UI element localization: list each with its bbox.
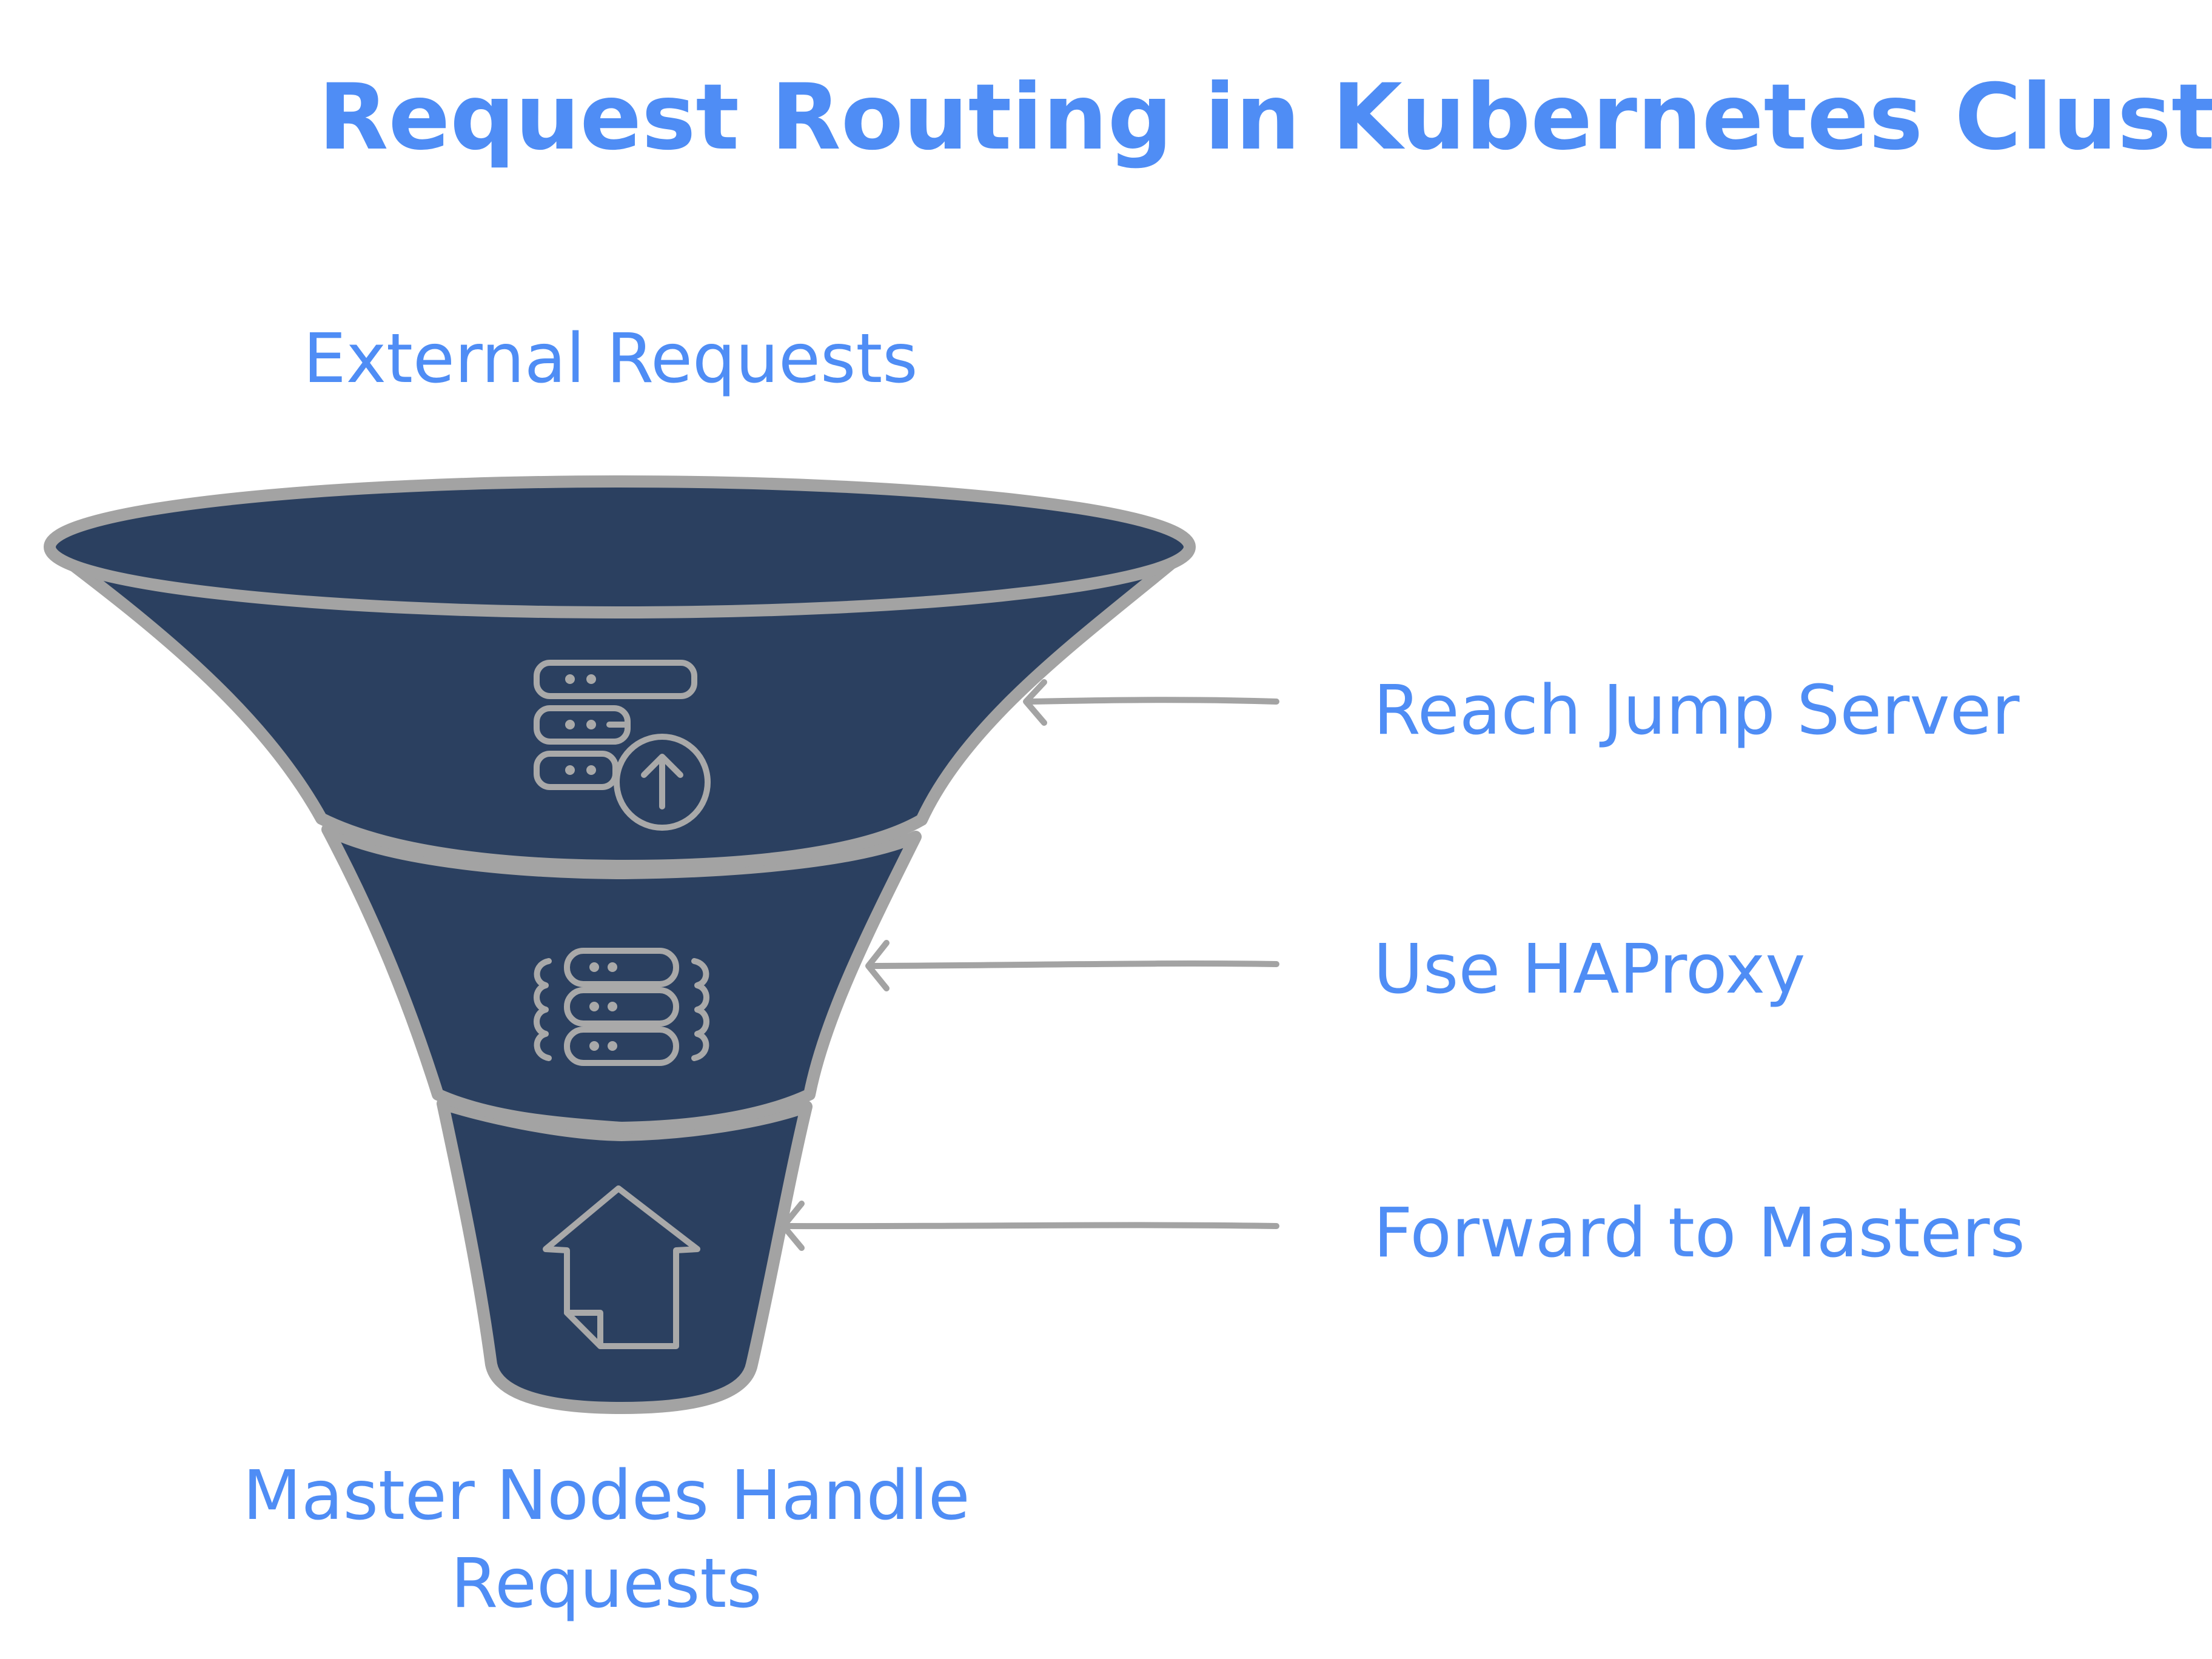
stage-label-forward-masters: Forward to Masters xyxy=(1373,1194,2025,1273)
server-upload-icon xyxy=(534,660,711,831)
bottom-label-line2: Requests xyxy=(451,1544,762,1623)
bottom-label-line1: Master Nodes Handle xyxy=(243,1456,970,1535)
stage-3-arrow xyxy=(780,1201,1279,1251)
funnel xyxy=(44,475,1196,1414)
stage-label-jump-server: Reach Jump Server xyxy=(1373,671,2020,750)
stage-2-arrow xyxy=(865,940,1279,991)
funnel-rim xyxy=(44,475,1196,618)
diagram-title: Request Routing in Kubernetes Cluster xyxy=(318,65,2212,170)
upward-arrow-icon xyxy=(543,1185,700,1349)
funnel-band-3 xyxy=(437,1098,813,1414)
load-balancer-icon xyxy=(534,948,709,1066)
top-label: External Requests xyxy=(303,320,918,398)
funnel-band-2 xyxy=(321,823,922,1134)
stage-label-haproxy: Use HAProxy xyxy=(1373,930,1805,1009)
stage-1-arrow xyxy=(1023,679,1279,726)
